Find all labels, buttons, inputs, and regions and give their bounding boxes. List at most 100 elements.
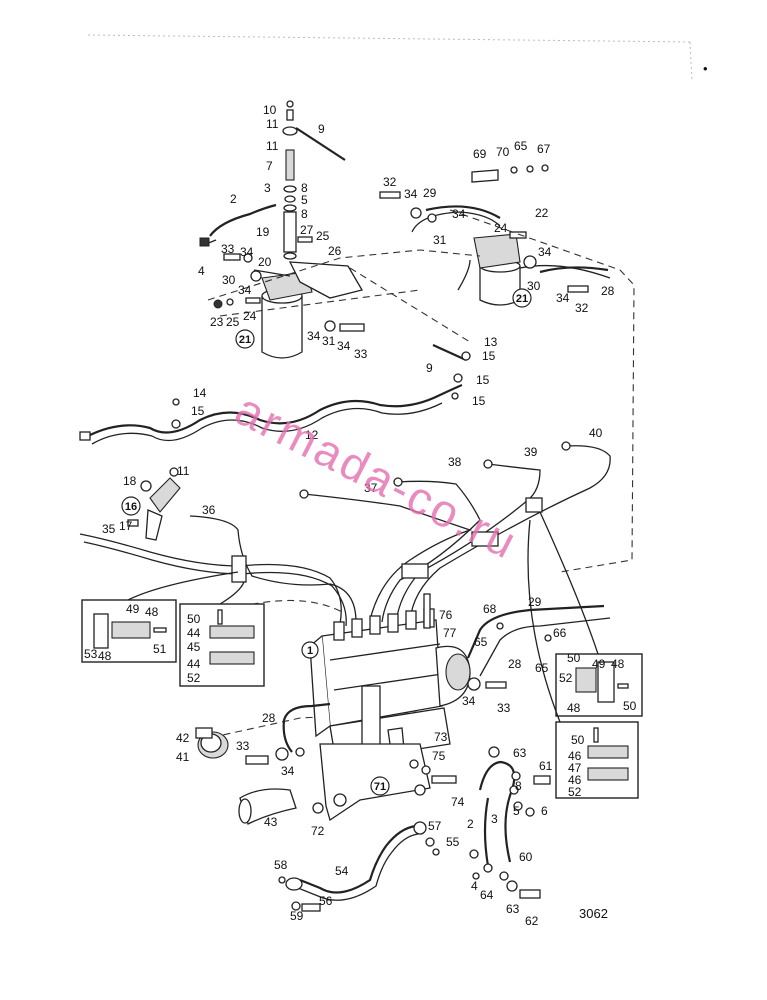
label-34: 34 — [238, 283, 252, 297]
label-63: 63 — [506, 902, 520, 916]
label-22: 22 — [535, 206, 549, 220]
label-32: 32 — [575, 301, 589, 315]
label-29: 29 — [423, 186, 437, 200]
label-70: 70 — [496, 145, 510, 159]
label-67: 67 — [537, 142, 551, 156]
label-46: 46 — [568, 749, 582, 763]
watermark: armada-co.ru — [227, 383, 526, 570]
label-15: 15 — [476, 373, 490, 387]
label-14: 14 — [193, 386, 207, 400]
label-34: 34 — [337, 339, 351, 353]
label-34: 34 — [452, 207, 466, 221]
label-29: 29 — [528, 595, 542, 609]
label-26: 26 — [328, 244, 342, 258]
label-5: 5 — [301, 193, 308, 207]
label-58: 58 — [274, 858, 288, 872]
label-53: 53 — [84, 647, 98, 661]
label-12: 12 — [305, 428, 319, 442]
label-68: 68 — [483, 602, 497, 616]
corner-mark: • — [703, 61, 708, 76]
label-18: 18 — [123, 474, 137, 488]
label-33: 33 — [236, 739, 250, 753]
label-33: 33 — [221, 242, 235, 256]
label-11: 11 — [266, 117, 279, 131]
circled-label-21: 21 — [239, 334, 251, 346]
label-57: 57 — [428, 819, 442, 833]
label-50: 50 — [623, 699, 637, 713]
label-56: 56 — [319, 894, 333, 908]
label-60: 60 — [519, 850, 533, 864]
clamp-detail-box-4 — [555, 721, 639, 799]
circled-label-21: 21 — [516, 293, 528, 305]
label-52: 52 — [187, 671, 201, 685]
label-24: 24 — [494, 221, 508, 235]
circled-label-1: 1 — [307, 645, 313, 657]
label-31: 31 — [322, 334, 336, 348]
label-31: 31 — [433, 233, 447, 247]
label-10: 10 — [263, 103, 277, 117]
label-54: 54 — [335, 864, 349, 878]
label-11: 11 — [177, 464, 190, 478]
label-8: 8 — [515, 779, 522, 793]
label-48: 48 — [145, 605, 159, 619]
label-39: 39 — [524, 445, 538, 459]
label-72: 72 — [311, 824, 325, 838]
return-line-parts — [409, 604, 611, 899]
label-76: 76 — [439, 608, 453, 622]
circled-label-16: 16 — [125, 501, 137, 513]
label-63: 63 — [513, 746, 527, 760]
label-49: 49 — [126, 602, 140, 616]
right-fuel-filter-assembly — [324, 164, 611, 400]
label-41: 41 — [176, 750, 190, 764]
label-3: 3 — [264, 181, 271, 195]
label-17: 17 — [119, 519, 133, 533]
label-34: 34 — [538, 245, 552, 259]
label-42: 42 — [176, 731, 190, 745]
pump-left-accessories — [195, 702, 331, 825]
label-45: 45 — [187, 640, 201, 654]
label-48: 48 — [98, 649, 112, 663]
clamp-detail-box-3 — [555, 653, 643, 717]
label-30: 30 — [527, 279, 541, 293]
label-5: 5 — [513, 804, 520, 818]
label-77: 77 — [443, 626, 457, 640]
label-51: 51 — [153, 642, 167, 656]
label-30: 30 — [222, 273, 236, 287]
overflow-pipe — [278, 821, 440, 912]
injection-pipes — [79, 441, 611, 627]
label-28: 28 — [601, 284, 615, 298]
label-44: 44 — [187, 657, 201, 671]
label-2: 2 — [230, 192, 237, 206]
label-20: 20 — [258, 255, 272, 269]
left-fuel-filter-assembly — [199, 100, 363, 359]
label-73: 73 — [434, 730, 448, 744]
label-28: 28 — [508, 657, 522, 671]
label-50: 50 — [567, 651, 581, 665]
leak-off-pipe — [79, 383, 463, 445]
page-frame — [87, 34, 693, 81]
label-55: 55 — [446, 835, 460, 849]
label-33: 33 — [497, 701, 511, 715]
label-62: 62 — [525, 914, 539, 928]
label-64: 64 — [480, 888, 494, 902]
label-34: 34 — [307, 329, 321, 343]
label-50: 50 — [571, 733, 585, 747]
label-38: 38 — [448, 455, 462, 469]
label-4: 4 — [471, 879, 478, 893]
injector — [127, 467, 181, 541]
label-36: 36 — [202, 503, 216, 517]
label-15: 15 — [482, 349, 496, 363]
label-4: 4 — [198, 264, 205, 278]
label-25: 25 — [316, 229, 330, 243]
label-52: 52 — [559, 671, 573, 685]
circled-labels: 21 21 16 1 71 — [121, 288, 532, 796]
label-43: 43 — [264, 815, 278, 829]
label-7: 7 — [266, 159, 273, 173]
label-15: 15 — [472, 394, 486, 408]
injection-pump — [309, 593, 471, 822]
label-8: 8 — [301, 207, 308, 221]
label-33: 33 — [354, 347, 368, 361]
label-3: 3 — [491, 812, 498, 826]
filter-bracket — [288, 261, 363, 299]
